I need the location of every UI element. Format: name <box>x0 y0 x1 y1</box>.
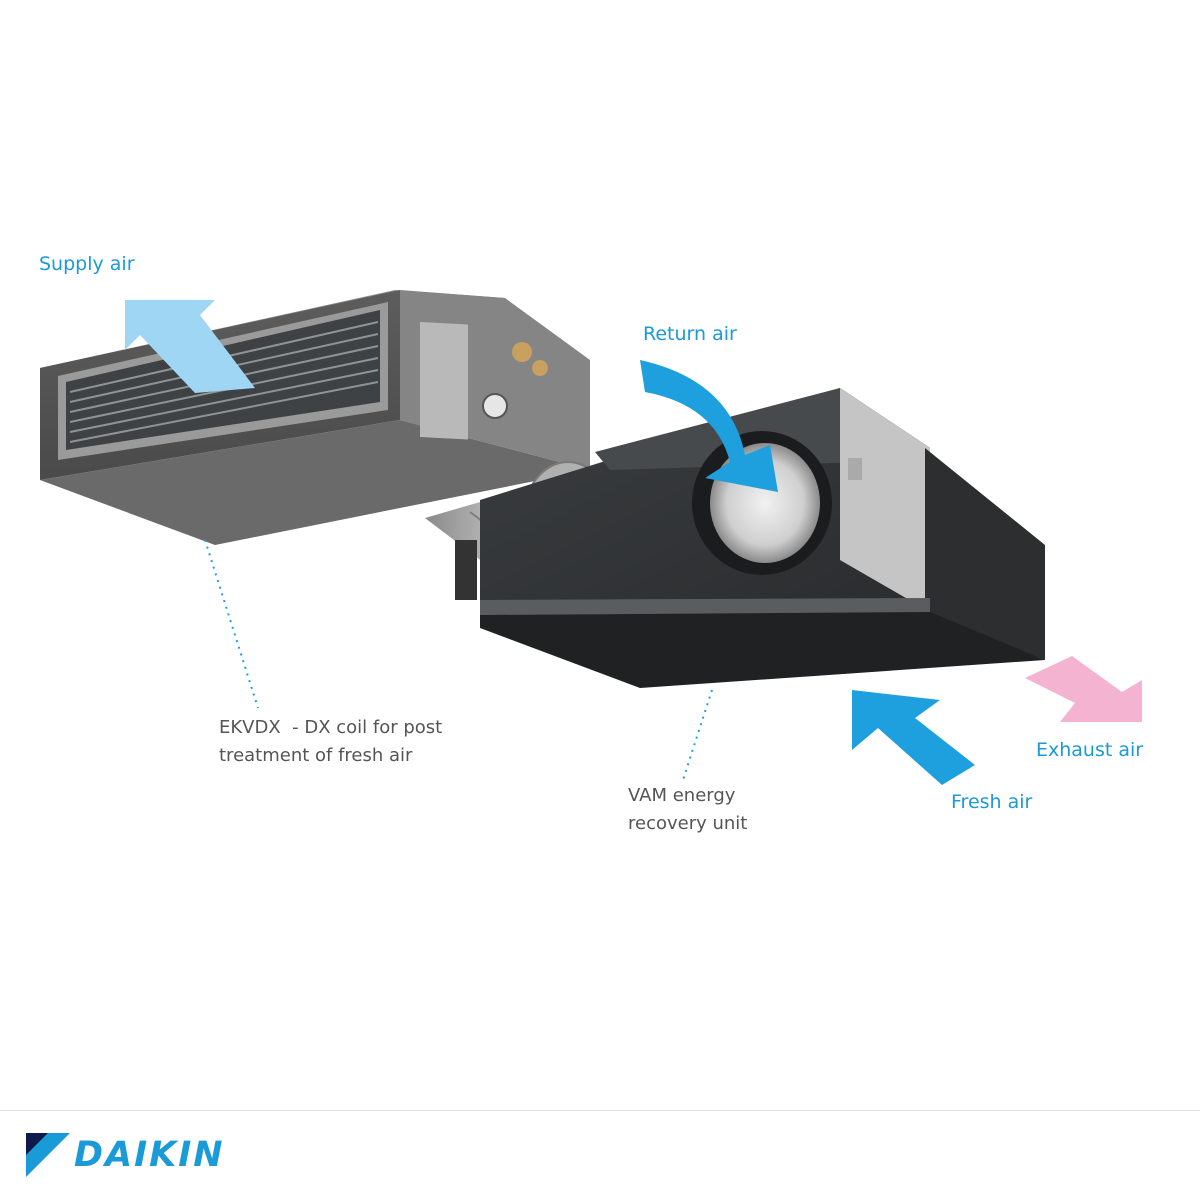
bracket-left <box>455 540 477 600</box>
coil-unit-bottom <box>40 420 590 545</box>
daikin-logo: DAIKIN <box>22 1131 242 1179</box>
return-air-arrow-shape <box>640 360 778 492</box>
daikin-triangle-mark-icon <box>26 1133 70 1177</box>
fresh-air-arrow-shape <box>852 690 975 785</box>
vam-unit-caption: VAM energy recovery unit <box>628 782 747 838</box>
fresh-air-label: Fresh air <box>951 791 1033 813</box>
access-panel <box>420 322 468 440</box>
return-air-arrow <box>640 360 778 492</box>
vam-leader-line <box>682 689 713 781</box>
refrigerant-pipe-gas <box>532 360 548 376</box>
vam-lower-rail <box>480 598 930 615</box>
bracket-right <box>848 458 862 480</box>
supply-air-arrow <box>125 300 255 393</box>
coil-unit-caption-line2: treatment of fresh air <box>219 745 413 766</box>
supply-air-arrow-shape <box>125 300 255 393</box>
coil-leader-line <box>204 539 259 709</box>
brand-name: DAIKIN <box>74 1135 225 1175</box>
vam-unit-caption-line2: recovery unit <box>628 813 748 834</box>
vam-side-panel <box>840 388 930 612</box>
fresh-air-arrow <box>852 690 975 785</box>
footer-divider <box>0 1110 1200 1111</box>
supply-air-label: Supply air <box>39 253 135 275</box>
return-air-label: Return air <box>643 323 737 345</box>
coil-unit-caption-line1: EKVDX - DX coil for post <box>219 717 443 738</box>
exhaust-air-label: Exhaust air <box>1036 739 1144 761</box>
exhaust-air-arrow <box>1025 656 1142 722</box>
vam-unit-caption-line1: VAM energy <box>628 785 736 806</box>
vam-end-block <box>925 448 1045 660</box>
coil-unit-caption: EKVDX - DX coil for post treatment of fr… <box>219 714 442 770</box>
drain-port <box>482 393 508 419</box>
refrigerant-pipe-liquid <box>512 342 532 362</box>
exhaust-air-arrow-shape <box>1025 656 1142 722</box>
vam-bottom <box>480 612 1045 688</box>
